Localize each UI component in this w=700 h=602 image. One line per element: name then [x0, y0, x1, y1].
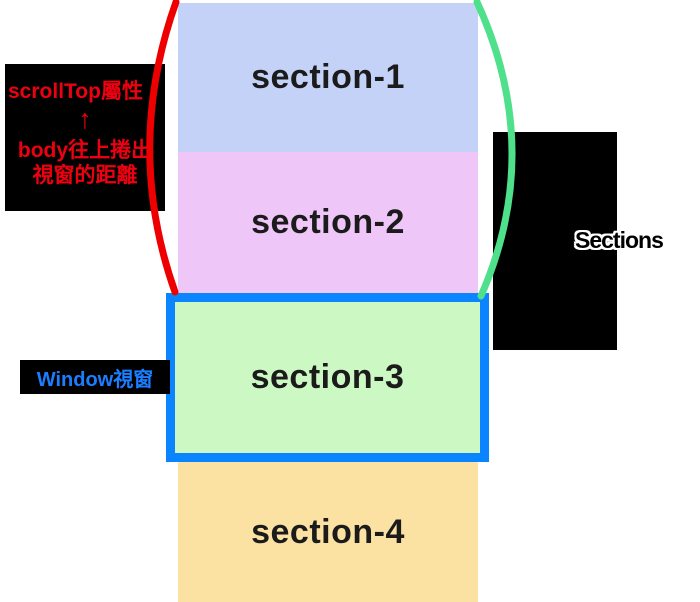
- up-arrow-icon: ↑: [78, 104, 92, 134]
- window-viewport-box: section-3: [166, 293, 489, 462]
- scrolltop-note-box: scrollTop屬性 ↑ body往上捲出 視窗的距離: [5, 64, 165, 211]
- section-4-label: section-4: [251, 512, 405, 551]
- section-2-label: section-2: [251, 203, 405, 241]
- scrolltop-note-line1: body往上捲出: [17, 139, 153, 162]
- section-3-label: section-3: [250, 358, 405, 396]
- section-1-label: section-1: [251, 58, 405, 96]
- sections-outline-label: Sections: [575, 227, 664, 253]
- window-label-box: Window視窗: [20, 360, 170, 394]
- section-2-block: section-2: [178, 152, 478, 293]
- scrolltop-note-line2: 視窗的距離: [32, 164, 138, 187]
- scrolltop-note-title: scrollTop屬性: [8, 80, 143, 103]
- section-1-block: section-1: [178, 3, 478, 152]
- window-label: Window視窗: [36, 368, 154, 391]
- section-4-block: section-4: [178, 462, 478, 602]
